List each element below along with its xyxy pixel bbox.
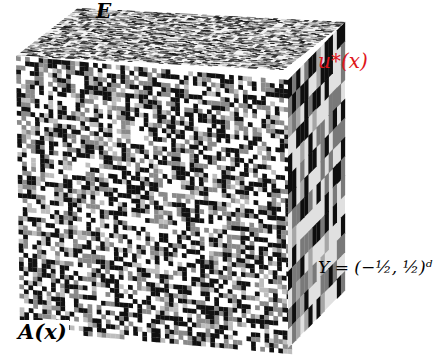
field-label: E xyxy=(96,0,111,22)
coefficient-label: A(x) xyxy=(16,320,69,343)
cube-face xyxy=(16,56,292,354)
solution-label: u*(x) xyxy=(318,50,368,72)
cube-face xyxy=(16,8,345,70)
domain-label: Y = (−½, ½)ᵈ xyxy=(318,258,432,277)
